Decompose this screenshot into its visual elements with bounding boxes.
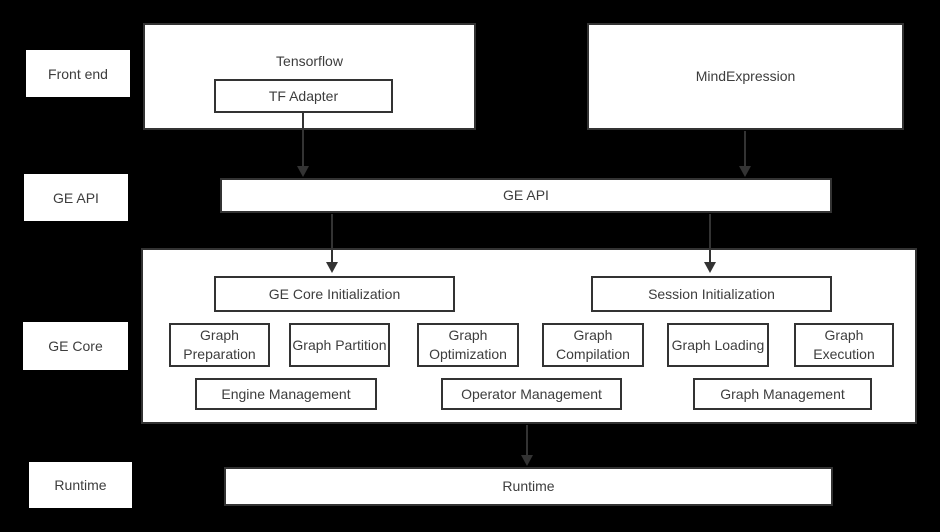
row-label-front-end-text: Front end (48, 65, 108, 82)
ge-api-bar-label: GE API (503, 187, 549, 203)
arrow-shaft (526, 425, 528, 456)
arrow-tf-adapter-to-ge-api (297, 113, 309, 177)
mindexpression-label: MindExpression (695, 68, 796, 84)
tensorflow-title: Tensorflow (276, 53, 343, 69)
row-label-ge-api-text: GE API (53, 189, 99, 206)
arrow-mindexpression-to-ge-api (739, 131, 751, 177)
arrow-shaft (744, 131, 746, 167)
tf-adapter-label: TF Adapter (268, 87, 339, 104)
operator-management-label: Operator Management (461, 385, 602, 402)
arrow-shaft (709, 214, 711, 263)
graph-loading-box: Graph Loading (667, 323, 769, 367)
engine-management-label: Engine Management (221, 385, 351, 402)
graph-optimization-label: Graph Optimization (429, 327, 507, 362)
arrow-head-icon (521, 455, 533, 466)
session-initialization-box: Session Initialization (591, 276, 832, 312)
ge-api-bar: GE API (220, 178, 832, 213)
arrow-head-icon (326, 262, 338, 273)
graph-partition-label: Graph Partition (292, 336, 387, 353)
graph-execution-label: Graph Execution (813, 327, 875, 362)
row-label-ge-api: GE API (24, 174, 128, 221)
arrow-shaft (331, 214, 333, 263)
graph-loading-label: Graph Loading (671, 336, 765, 353)
graph-preparation-label: Graph Preparation (183, 327, 256, 362)
graph-compilation-label: Graph Compilation (556, 327, 630, 362)
ge-core-initialization-box: GE Core Initialization (214, 276, 455, 312)
graph-compilation-box: Graph Compilation (542, 323, 644, 367)
arrow-ge-api-to-ge-core-initialization (326, 214, 338, 273)
engine-management-box: Engine Management (195, 378, 377, 410)
arrow-head-icon (704, 262, 716, 273)
ge-core-initialization-label: GE Core Initialization (268, 285, 401, 302)
arrow-head-icon (297, 166, 309, 177)
session-initialization-label: Session Initialization (648, 285, 775, 302)
mindexpression-box: MindExpression (587, 23, 904, 130)
runtime-bar: Runtime (224, 467, 833, 506)
graph-management-box: Graph Management (693, 378, 872, 410)
operator-management-box: Operator Management (441, 378, 622, 410)
arrow-head-icon (739, 166, 751, 177)
row-label-runtime-text: Runtime (54, 477, 107, 493)
graph-partition-box: Graph Partition (289, 323, 390, 367)
arrow-shaft (302, 113, 304, 167)
row-label-ge-core-text: GE Core (48, 338, 103, 354)
row-label-runtime: Runtime (29, 462, 132, 508)
arrow-ge-api-to-session-initialization (704, 214, 716, 273)
tensorflow-box: Tensorflow (143, 23, 476, 130)
runtime-bar-label: Runtime (502, 478, 555, 494)
graph-preparation-box: Graph Preparation (169, 323, 270, 367)
row-label-front-end: Front end (26, 50, 130, 97)
graph-optimization-box: Graph Optimization (417, 323, 519, 367)
row-label-ge-core: GE Core (23, 322, 128, 370)
arrow-ge-core-to-runtime (521, 425, 533, 466)
graph-management-label: Graph Management (720, 385, 845, 402)
ge-core-box: GE Core Initialization Session Initializ… (141, 248, 917, 424)
graph-execution-box: Graph Execution (794, 323, 894, 367)
tf-adapter-box: TF Adapter (214, 79, 393, 113)
